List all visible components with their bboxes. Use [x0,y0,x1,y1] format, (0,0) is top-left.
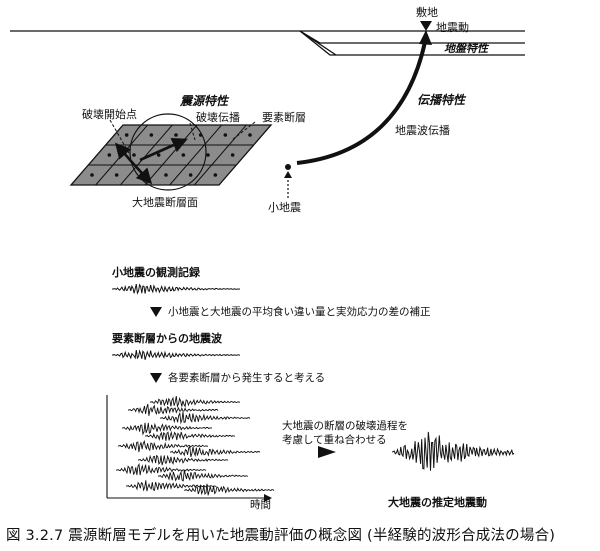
element-fault-dot [181,153,186,157]
propagation-arrow [296,41,427,165]
element-fault-dot [174,133,178,137]
small-earthquake-point [285,164,291,170]
fault-grid-line [119,124,173,186]
superpose-line-1-label: 大地震の断層の破壊過程を [282,420,408,432]
element-fault-dot [188,173,193,177]
fault-plane [69,124,273,186]
flow-arrow-1-icon [150,307,162,317]
site-layer-boundary-upper [299,30,525,44]
element-fault-dot [124,133,129,137]
element-waveform [112,349,241,360]
time-axis-label: 時間 [250,499,271,511]
fault-grid-line [144,124,198,186]
wave-propagation-label: 地震波伝播 [395,124,450,137]
element-wave-trace [125,480,217,492]
element-fault-dot [206,153,210,157]
element-wave-trace [121,422,213,436]
rupture-arrow-left [114,142,132,161]
element-wave-trace [115,462,207,476]
time-axis-arrowhead-icon [264,494,272,502]
superpose-line-2-label: 考慮して重ね合わせる [282,434,387,446]
rupture-arrow-up [139,137,188,162]
superpose-arrow-icon [318,446,336,458]
small-quake-record-waveform [111,283,241,295]
rupture-arrow-down [129,159,153,185]
ground-layers [10,30,525,56]
element-fault-label: 要素断層 [262,111,306,124]
element-wave-trace [169,445,261,458]
element-fault-dot [156,153,161,157]
site-layer-mark [299,30,337,56]
element-fault-dot [90,173,94,177]
site-layer-boundary-lower [299,30,525,56]
estimated-ground-motion-waveform [391,431,515,471]
site-label: 敷地 [416,6,438,19]
result-label: 大地震の推定地震動 [388,496,487,509]
element-fault-dot [213,173,218,177]
element-wave-trace [128,403,219,416]
rupture-propagation-label: 破壊伝播 [196,111,240,124]
element-fault-dot [230,153,235,157]
element-fault-dot [248,133,252,137]
element-wave-trace [159,411,251,425]
flow-step-2-label: 要素断層からの地震波 [112,332,222,345]
large-fault-plane-label: 大地震断層面 [132,196,198,209]
small-earthquake-pointer-head-icon [284,171,292,178]
rupture-start-label: 破壊開始点 [82,108,137,121]
propagation-effect-label: 伝播特性 [417,93,466,107]
propagation-arrowhead-icon [419,30,432,45]
element-fault-dot [132,153,136,157]
element-wave-trace [149,396,241,409]
small-earthquake-label: 小地震 [268,201,301,214]
ground-motion-label: 地震動 [436,21,469,34]
leader-rupture-propagation [189,122,196,141]
fault-grid-line [169,124,223,186]
stacked-waveforms-panel [106,395,275,502]
element-wave-trace [144,430,236,442]
element-fault-dot [149,133,154,137]
leader-lines [109,119,256,156]
flow-arrow-2-icon [150,373,162,383]
element-wave-trace [117,439,209,453]
element-wave-trace [137,454,229,466]
element-fault-dot [114,173,119,177]
element-fault-dot [164,173,168,177]
element-wave-trace [183,483,275,496]
element-fault-dot [223,133,228,137]
source-effect-label: 震源特性 [180,94,229,108]
flow-note-2-label: 各要素断層から発生すると考える [168,372,326,384]
site-effect-label: 地盤特性 [444,42,488,55]
rupture-arrows [114,137,188,185]
rupture-front-circle [129,113,207,191]
site-marker-icon [420,21,432,31]
flow-note-1-label: 小地震と大地震の平均食い違い量と実効応力の差の補正 [168,306,431,318]
element-fault-dot [107,153,112,157]
leader-rupture-start [109,119,131,156]
element-wave-trace [157,469,249,482]
figure-caption: 図 3.2.7 震源断層モデルを用いた地震動評価の概念図 (半経験的波形合成法の… [6,528,556,544]
flow-step-1-label: 小地震の観測記録 [112,266,200,279]
